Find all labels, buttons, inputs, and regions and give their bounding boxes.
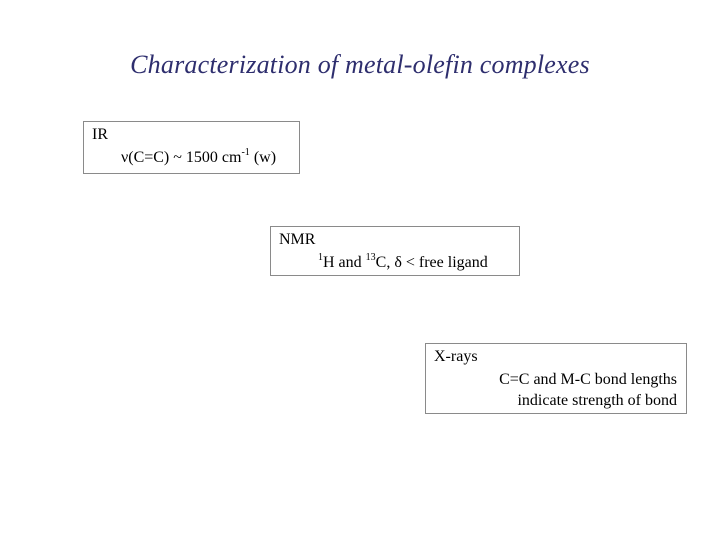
- c-shift-statement: C, δ < free ligand: [375, 254, 488, 271]
- xrays-heading: X-rays: [434, 348, 478, 365]
- h-isotope-number: 1: [318, 251, 323, 263]
- slide-title: Characterization of metal-olefin complex…: [130, 50, 590, 79]
- ir-box: IR ν(C=C) ~ 1500 cm-1 (w): [83, 121, 300, 174]
- nmr-heading: NMR: [279, 231, 316, 248]
- xrays-line-1: C=C and M-C bond lengths: [499, 371, 677, 388]
- xrays-line-2: indicate strength of bond: [517, 392, 677, 409]
- ir-heading: IR: [92, 126, 108, 143]
- ir-unit-exponent: -1: [241, 146, 250, 158]
- xrays-box: X-rays C=C and M-C bond lengths indicate…: [425, 343, 687, 414]
- ir-frequency-value: ν(C=C) ~ 1500 cm: [121, 149, 242, 166]
- h-nucleus-label: H and: [323, 254, 366, 271]
- ir-frequency-text: ν(C=C) ~ 1500 cm-1 (w): [121, 146, 277, 168]
- nmr-shift-text: 1H and 13C, δ < free ligand: [318, 251, 488, 273]
- ir-intensity: (w): [249, 149, 277, 166]
- c-isotope-number: 13: [365, 251, 376, 263]
- nmr-box: NMR 1H and 13C, δ < free ligand: [270, 226, 520, 276]
